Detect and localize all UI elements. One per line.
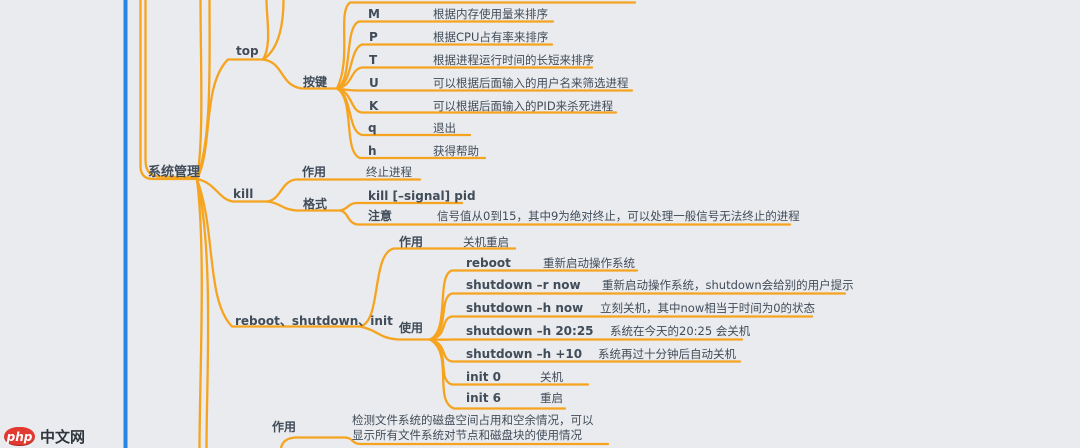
desc-key-h[interactable]: 获得帮助 — [433, 144, 479, 158]
desc-kill-role[interactable]: 终止进程 — [366, 165, 412, 179]
php-logo-badge: php — [4, 427, 35, 446]
node-usage-shutdown-h-2025[interactable]: shutdown –h 20:25 — [466, 324, 594, 338]
node-key-k[interactable]: K — [369, 99, 379, 113]
site-logo: php 中文网 — [4, 426, 85, 447]
node-usage-shutdown-h-now[interactable]: shutdown –h now — [466, 301, 584, 315]
node-kill-note[interactable]: 注意 — [368, 209, 393, 223]
node-usage-reboot[interactable]: reboot — [466, 256, 511, 270]
desc-df-role-line1[interactable]: 检测文件系统的磁盘空间占用和空余情况，可以 — [352, 413, 594, 427]
desc-kill-format[interactable]: kill [–signal] pid — [368, 189, 476, 203]
desc-usage-init0[interactable]: 关机 — [540, 370, 563, 384]
node-key-p[interactable]: P — [369, 30, 378, 44]
node-key-t[interactable]: T — [369, 53, 378, 67]
node-reboot-usage[interactable]: 使用 — [399, 321, 424, 335]
desc-usage-reboot[interactable]: 重新启动操作系统 — [543, 256, 635, 270]
node-system-management[interactable]: 系统管理 — [148, 165, 201, 180]
node-key-q[interactable]: q — [368, 121, 377, 135]
node-kill-format[interactable]: 格式 — [303, 197, 328, 211]
desc-key-q[interactable]: 退出 — [433, 121, 456, 135]
node-kill[interactable]: kill — [233, 187, 254, 201]
desc-key-m[interactable]: 根据内存使用量来排序 — [433, 7, 548, 21]
desc-key-u[interactable]: 可以根据后面输入的用户名来筛选进程 — [433, 76, 629, 90]
desc-usage-shutdown-h-now[interactable]: 立刻关机，其中now相当于时间为0的状态 — [600, 301, 816, 315]
node-reboot-shutdown-init[interactable]: reboot、shutdown、init — [235, 314, 393, 328]
node-keys[interactable]: 按键 — [303, 75, 328, 89]
node-reboot-role[interactable]: 作用 — [399, 235, 424, 249]
node-key-u[interactable]: U — [369, 76, 379, 90]
desc-usage-shutdown-h-2025[interactable]: 系统在今天的20:25 会关机 — [610, 324, 751, 338]
desc-kill-note[interactable]: 信号值从0到15，其中9为绝对终止，可以处理一般信号无法终止的进程 — [437, 209, 800, 223]
orange-branch-lines — [139, 0, 847, 448]
desc-usage-shutdown-r[interactable]: 重新启动操作系统，shutdown会给别的用户提示 — [602, 278, 854, 292]
desc-usage-init6[interactable]: 重启 — [540, 391, 563, 405]
node-top[interactable]: top — [236, 44, 259, 58]
desc-key-k[interactable]: 可以根据后面输入的PID来杀死进程 — [433, 99, 614, 113]
desc-reboot-role[interactable]: 关机重启 — [463, 235, 509, 249]
site-logo-text: 中文网 — [40, 428, 86, 446]
node-usage-init0[interactable]: init 0 — [466, 370, 502, 384]
node-usage-shutdown-h-10[interactable]: shutdown –h +10 — [466, 347, 583, 361]
node-df-role[interactable]: 作用 — [272, 420, 297, 434]
node-key-h[interactable]: h — [368, 144, 377, 158]
desc-key-p[interactable]: 根据CPU占有率来排序 — [433, 30, 549, 44]
desc-df-role-line2[interactable]: 显示所有文件系统对节点和磁盘块的使用情况 — [352, 428, 582, 442]
node-kill-role[interactable]: 作用 — [302, 165, 327, 179]
node-usage-shutdown-r[interactable]: shutdown –r now — [466, 278, 581, 292]
desc-usage-shutdown-h-10[interactable]: 系统再过十分钟后自动关机 — [598, 347, 736, 361]
desc-key-t[interactable]: 根据进程运行时间的长短来排序 — [433, 53, 594, 67]
node-key-m[interactable]: M — [368, 7, 380, 21]
node-usage-init6[interactable]: init 6 — [466, 391, 502, 405]
